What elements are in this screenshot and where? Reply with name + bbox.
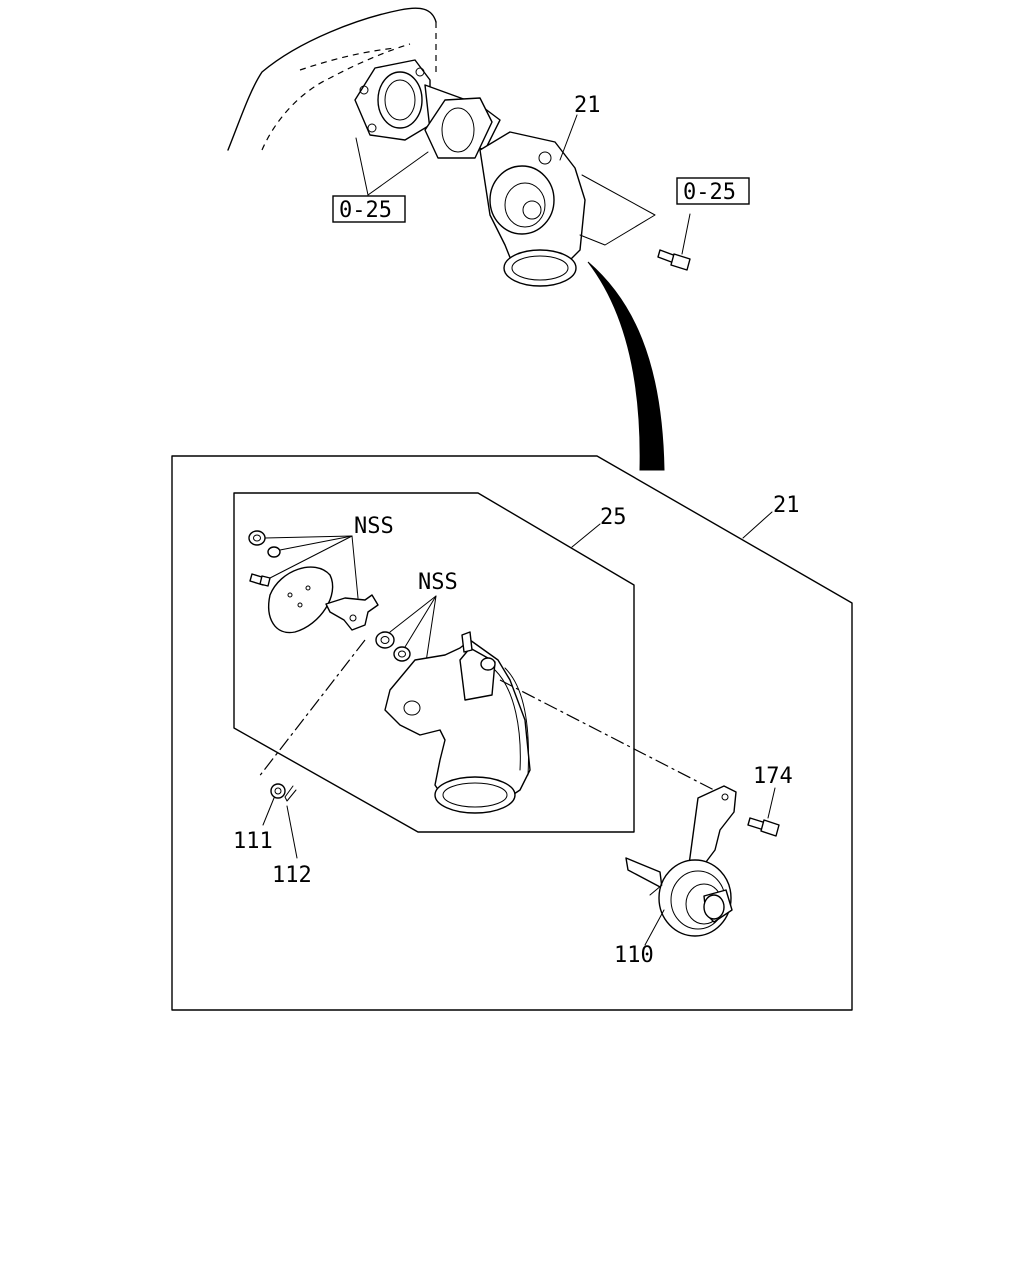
ref-left-text: 0-25 bbox=[339, 198, 392, 223]
engine-outline bbox=[227, 7, 437, 151]
actuator-110 bbox=[625, 785, 737, 946]
nss-upper-leaders bbox=[264, 535, 359, 599]
detail-frame bbox=[171, 455, 853, 1011]
label-174: 174 bbox=[753, 764, 793, 789]
elbow-housing bbox=[384, 631, 531, 814]
label-112: 112 bbox=[272, 863, 312, 888]
leader-inner-25 bbox=[571, 523, 601, 548]
ref-box-right: 0-25 bbox=[676, 177, 750, 205]
inner-frame-25 bbox=[233, 492, 635, 833]
label-111: 111 bbox=[233, 829, 273, 854]
upper-small-parts bbox=[248, 530, 379, 634]
ref-right-text: 0-25 bbox=[683, 180, 736, 205]
bolt-174 bbox=[747, 787, 780, 837]
label-nss-lower: NSS bbox=[418, 570, 458, 595]
turbo-flange-assembly bbox=[354, 59, 656, 287]
bolt-top-right bbox=[657, 213, 691, 271]
clip-111-112 bbox=[262, 783, 298, 859]
label-nss-upper: NSS bbox=[354, 514, 394, 539]
zoom-arrow bbox=[587, 261, 665, 471]
label-110: 110 bbox=[614, 943, 654, 968]
label-frame-21: 21 bbox=[773, 493, 800, 518]
axis-line-right bbox=[499, 679, 715, 791]
axis-line-left bbox=[257, 639, 366, 779]
leader-top-21 bbox=[559, 114, 578, 161]
label-inner-25: 25 bbox=[600, 505, 627, 530]
leader-frame-21 bbox=[742, 511, 773, 539]
ref-box-left: 0-25 bbox=[332, 195, 406, 223]
label-top-part-21: 21 bbox=[574, 93, 601, 118]
